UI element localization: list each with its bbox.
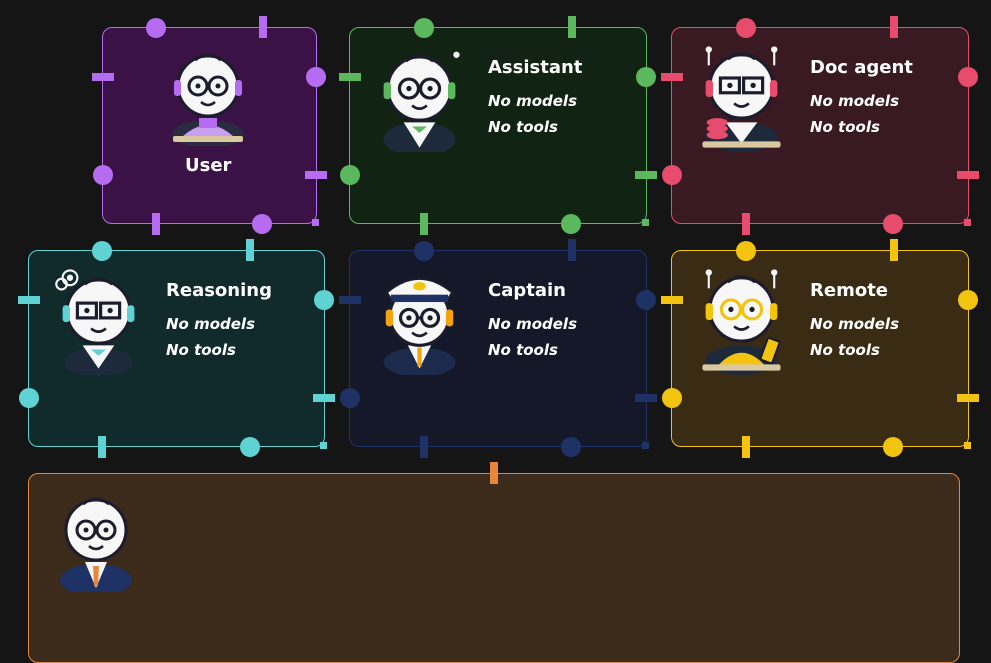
captain-node[interactable]: Captain No models No tools — [349, 250, 647, 447]
doc-agent-handle[interactable] — [883, 214, 903, 234]
group-manager-handle[interactable] — [490, 462, 498, 484]
reasoning-handle[interactable] — [314, 290, 334, 310]
captain-handle[interactable] — [414, 241, 434, 261]
doc-agent-handle[interactable] — [957, 171, 979, 179]
assistant-handle[interactable] — [635, 171, 657, 179]
captain-handle[interactable] — [636, 290, 656, 310]
reasoning-handle[interactable] — [98, 436, 106, 458]
remote-node-title: Remote — [810, 280, 889, 301]
assistant-handle[interactable] — [340, 165, 360, 185]
reasoning-handle[interactable] — [92, 241, 112, 261]
doc-agent-handle[interactable] — [742, 213, 750, 235]
remote-handle[interactable] — [736, 241, 756, 261]
user-node-title: User — [185, 155, 232, 176]
user-handle[interactable] — [305, 171, 327, 179]
remote-handle[interactable] — [957, 394, 979, 402]
reasoning-resize-handle[interactable] — [320, 442, 327, 449]
user-handle[interactable] — [92, 73, 114, 81]
captain-handle[interactable] — [340, 388, 360, 408]
captain-handle[interactable] — [561, 437, 581, 457]
doc-agent-node-tools: No tools — [810, 118, 880, 136]
assistant-node-models: No models — [488, 92, 577, 110]
reasoning-handle[interactable] — [240, 437, 260, 457]
doc-agent-handle[interactable] — [890, 16, 898, 38]
doc-agent-handle[interactable] — [958, 67, 978, 87]
assistant-handle[interactable] — [414, 18, 434, 38]
user-node[interactable]: User — [102, 27, 317, 224]
remote-avatar-icon — [702, 269, 781, 375]
reasoning-node-tools: No tools — [166, 341, 236, 359]
doc-agent-node[interactable]: Doc agent No models No tools — [671, 27, 969, 224]
assistant-handle[interactable] — [636, 67, 656, 87]
assistant-handle[interactable] — [420, 213, 428, 235]
doc-agent-handle[interactable] — [662, 165, 682, 185]
doc-agent-handle[interactable] — [661, 73, 683, 81]
user-handle[interactable] — [252, 214, 272, 234]
reasoning-node[interactable]: Reasoning No models No tools — [28, 250, 325, 447]
reasoning-node-title: Reasoning — [166, 280, 272, 301]
user-handle[interactable] — [152, 213, 160, 235]
user-avatar-icon — [172, 53, 244, 146]
assistant-resize-handle[interactable] — [642, 219, 649, 226]
group-manager-node[interactable] — [28, 473, 960, 663]
doc-agent-handle[interactable] — [736, 18, 756, 38]
remote-resize-handle[interactable] — [964, 442, 971, 449]
captain-handle[interactable] — [420, 436, 428, 458]
captain-resize-handle[interactable] — [642, 442, 649, 449]
assistant-handle[interactable] — [561, 214, 581, 234]
remote-handle[interactable] — [883, 437, 903, 457]
user-handle[interactable] — [306, 67, 326, 87]
user-handle[interactable] — [146, 18, 166, 38]
doc-agent-node-title: Doc agent — [810, 57, 913, 78]
reasoning-handle[interactable] — [19, 388, 39, 408]
captain-node-tools: No tools — [488, 341, 558, 359]
remote-handle[interactable] — [742, 436, 750, 458]
user-resize-handle[interactable] — [312, 219, 319, 226]
remote-node-tools: No tools — [810, 341, 880, 359]
user-handle[interactable] — [259, 16, 267, 38]
reasoning-handle[interactable] — [246, 239, 254, 261]
captain-node-models: No models — [488, 315, 577, 333]
assistant-handle[interactable] — [568, 16, 576, 38]
reasoning-handle[interactable] — [313, 394, 335, 402]
assistant-node-title: Assistant — [488, 57, 583, 78]
doc-agent-avatar-icon — [702, 46, 781, 152]
captain-handle[interactable] — [635, 394, 657, 402]
remote-handle[interactable] — [958, 290, 978, 310]
remote-handle[interactable] — [662, 388, 682, 408]
captain-handle[interactable] — [339, 296, 361, 304]
reasoning-avatar-icon — [55, 269, 135, 375]
assistant-node-tools: No tools — [488, 118, 558, 136]
assistant-handle[interactable] — [339, 73, 361, 81]
user-handle[interactable] — [93, 165, 113, 185]
reasoning-handle[interactable] — [18, 296, 40, 304]
remote-node-models: No models — [810, 315, 899, 333]
assistant-node[interactable]: Assistant No models No tools — [349, 27, 647, 224]
doc-agent-resize-handle[interactable] — [964, 219, 971, 226]
captain-node-title: Captain — [488, 280, 566, 301]
remote-node[interactable]: Remote No models No tools — [671, 250, 969, 447]
doc-agent-node-models: No models — [810, 92, 899, 110]
assistant-avatar-icon — [383, 51, 460, 152]
reasoning-node-models: No models — [166, 315, 255, 333]
captain-avatar-icon — [383, 277, 456, 375]
group-manager-avatar-icon — [60, 497, 132, 592]
remote-handle[interactable] — [890, 239, 898, 261]
remote-handle[interactable] — [661, 296, 683, 304]
captain-handle[interactable] — [568, 239, 576, 261]
